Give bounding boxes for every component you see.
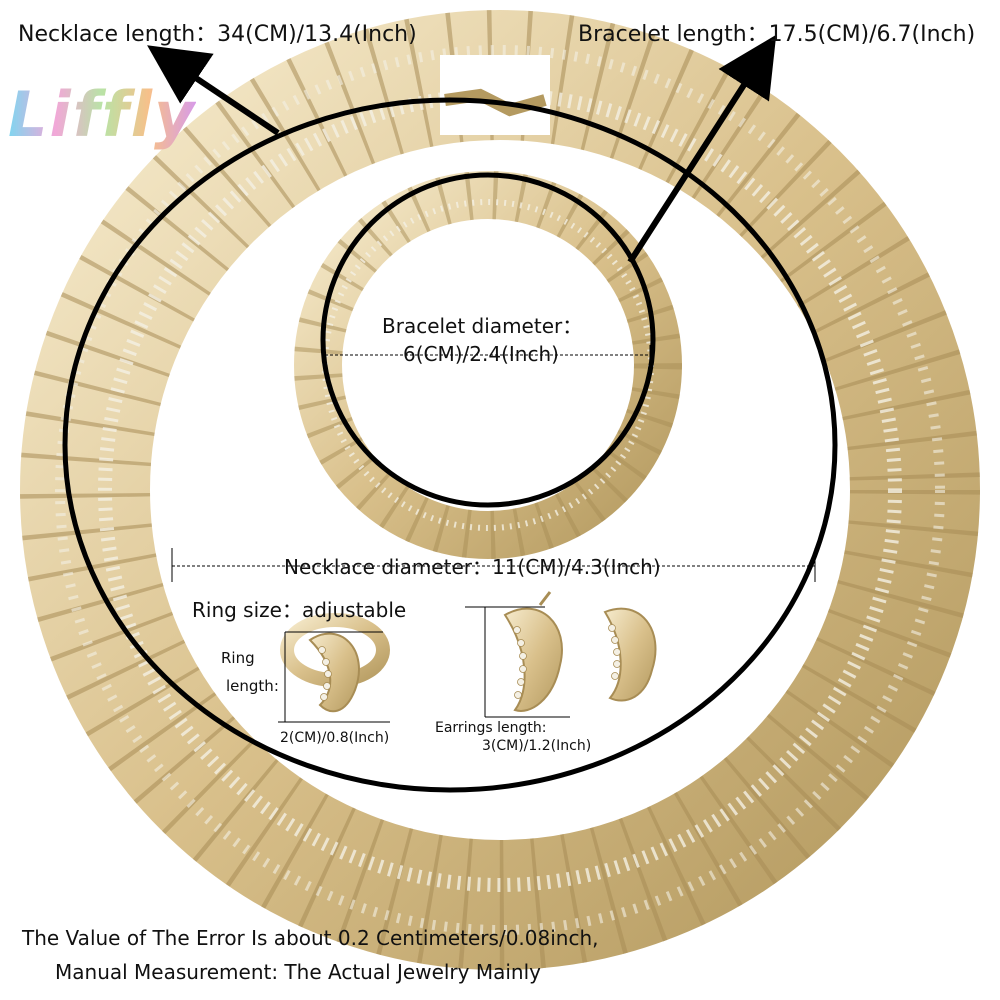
measurement-overlays	[62, 34, 838, 793]
ring-length-value: 2(CM)/0.8(Inch)	[280, 730, 390, 746]
necklace-length-circle	[62, 97, 838, 793]
brand-logo: Liffly	[8, 78, 197, 151]
error-note-line1: The Value of The Error Is about 0.2 Cent…	[22, 926, 599, 950]
bracelet-length-circle	[320, 172, 656, 508]
bracelet-diameter-line	[324, 345, 651, 368]
bracelet-length-arrow	[627, 34, 777, 264]
necklace-length-label: Necklace length：34(CM)/13.4(Inch)	[18, 22, 417, 47]
necklace-diameter-line	[171, 548, 816, 582]
bracelet-diameter-title: Bracelet diameter：	[382, 314, 583, 338]
necklace-image	[20, 10, 980, 970]
earrings-length-value: 3(CM)/1.2(Inch)	[482, 738, 592, 754]
ring-image	[280, 613, 390, 713]
ring-measure-lines	[278, 631, 390, 723]
ring-length-label-line2: length:	[226, 677, 279, 695]
bracelet-length-label: Bracelet length：17.5(CM)/6.7(Inch)	[578, 22, 976, 47]
bracelet-diameter-value: 6(CM)/2.4(Inch)	[403, 342, 559, 366]
ring-size-label: Ring size：adjustable	[192, 598, 407, 622]
error-note-line2: Manual Measurement: The Actual Jewelry M…	[55, 960, 541, 984]
necklace-length-arrow	[147, 45, 280, 136]
earrings-image	[503, 591, 657, 712]
ring-length-label-line1: Ring	[221, 649, 255, 667]
earrings-length-label: Earrings length:	[435, 720, 547, 736]
earrings-measure-lines	[465, 606, 570, 718]
necklace-diameter-label: Necklace diameter：11(CM)/4.3(Inch)	[284, 555, 661, 579]
